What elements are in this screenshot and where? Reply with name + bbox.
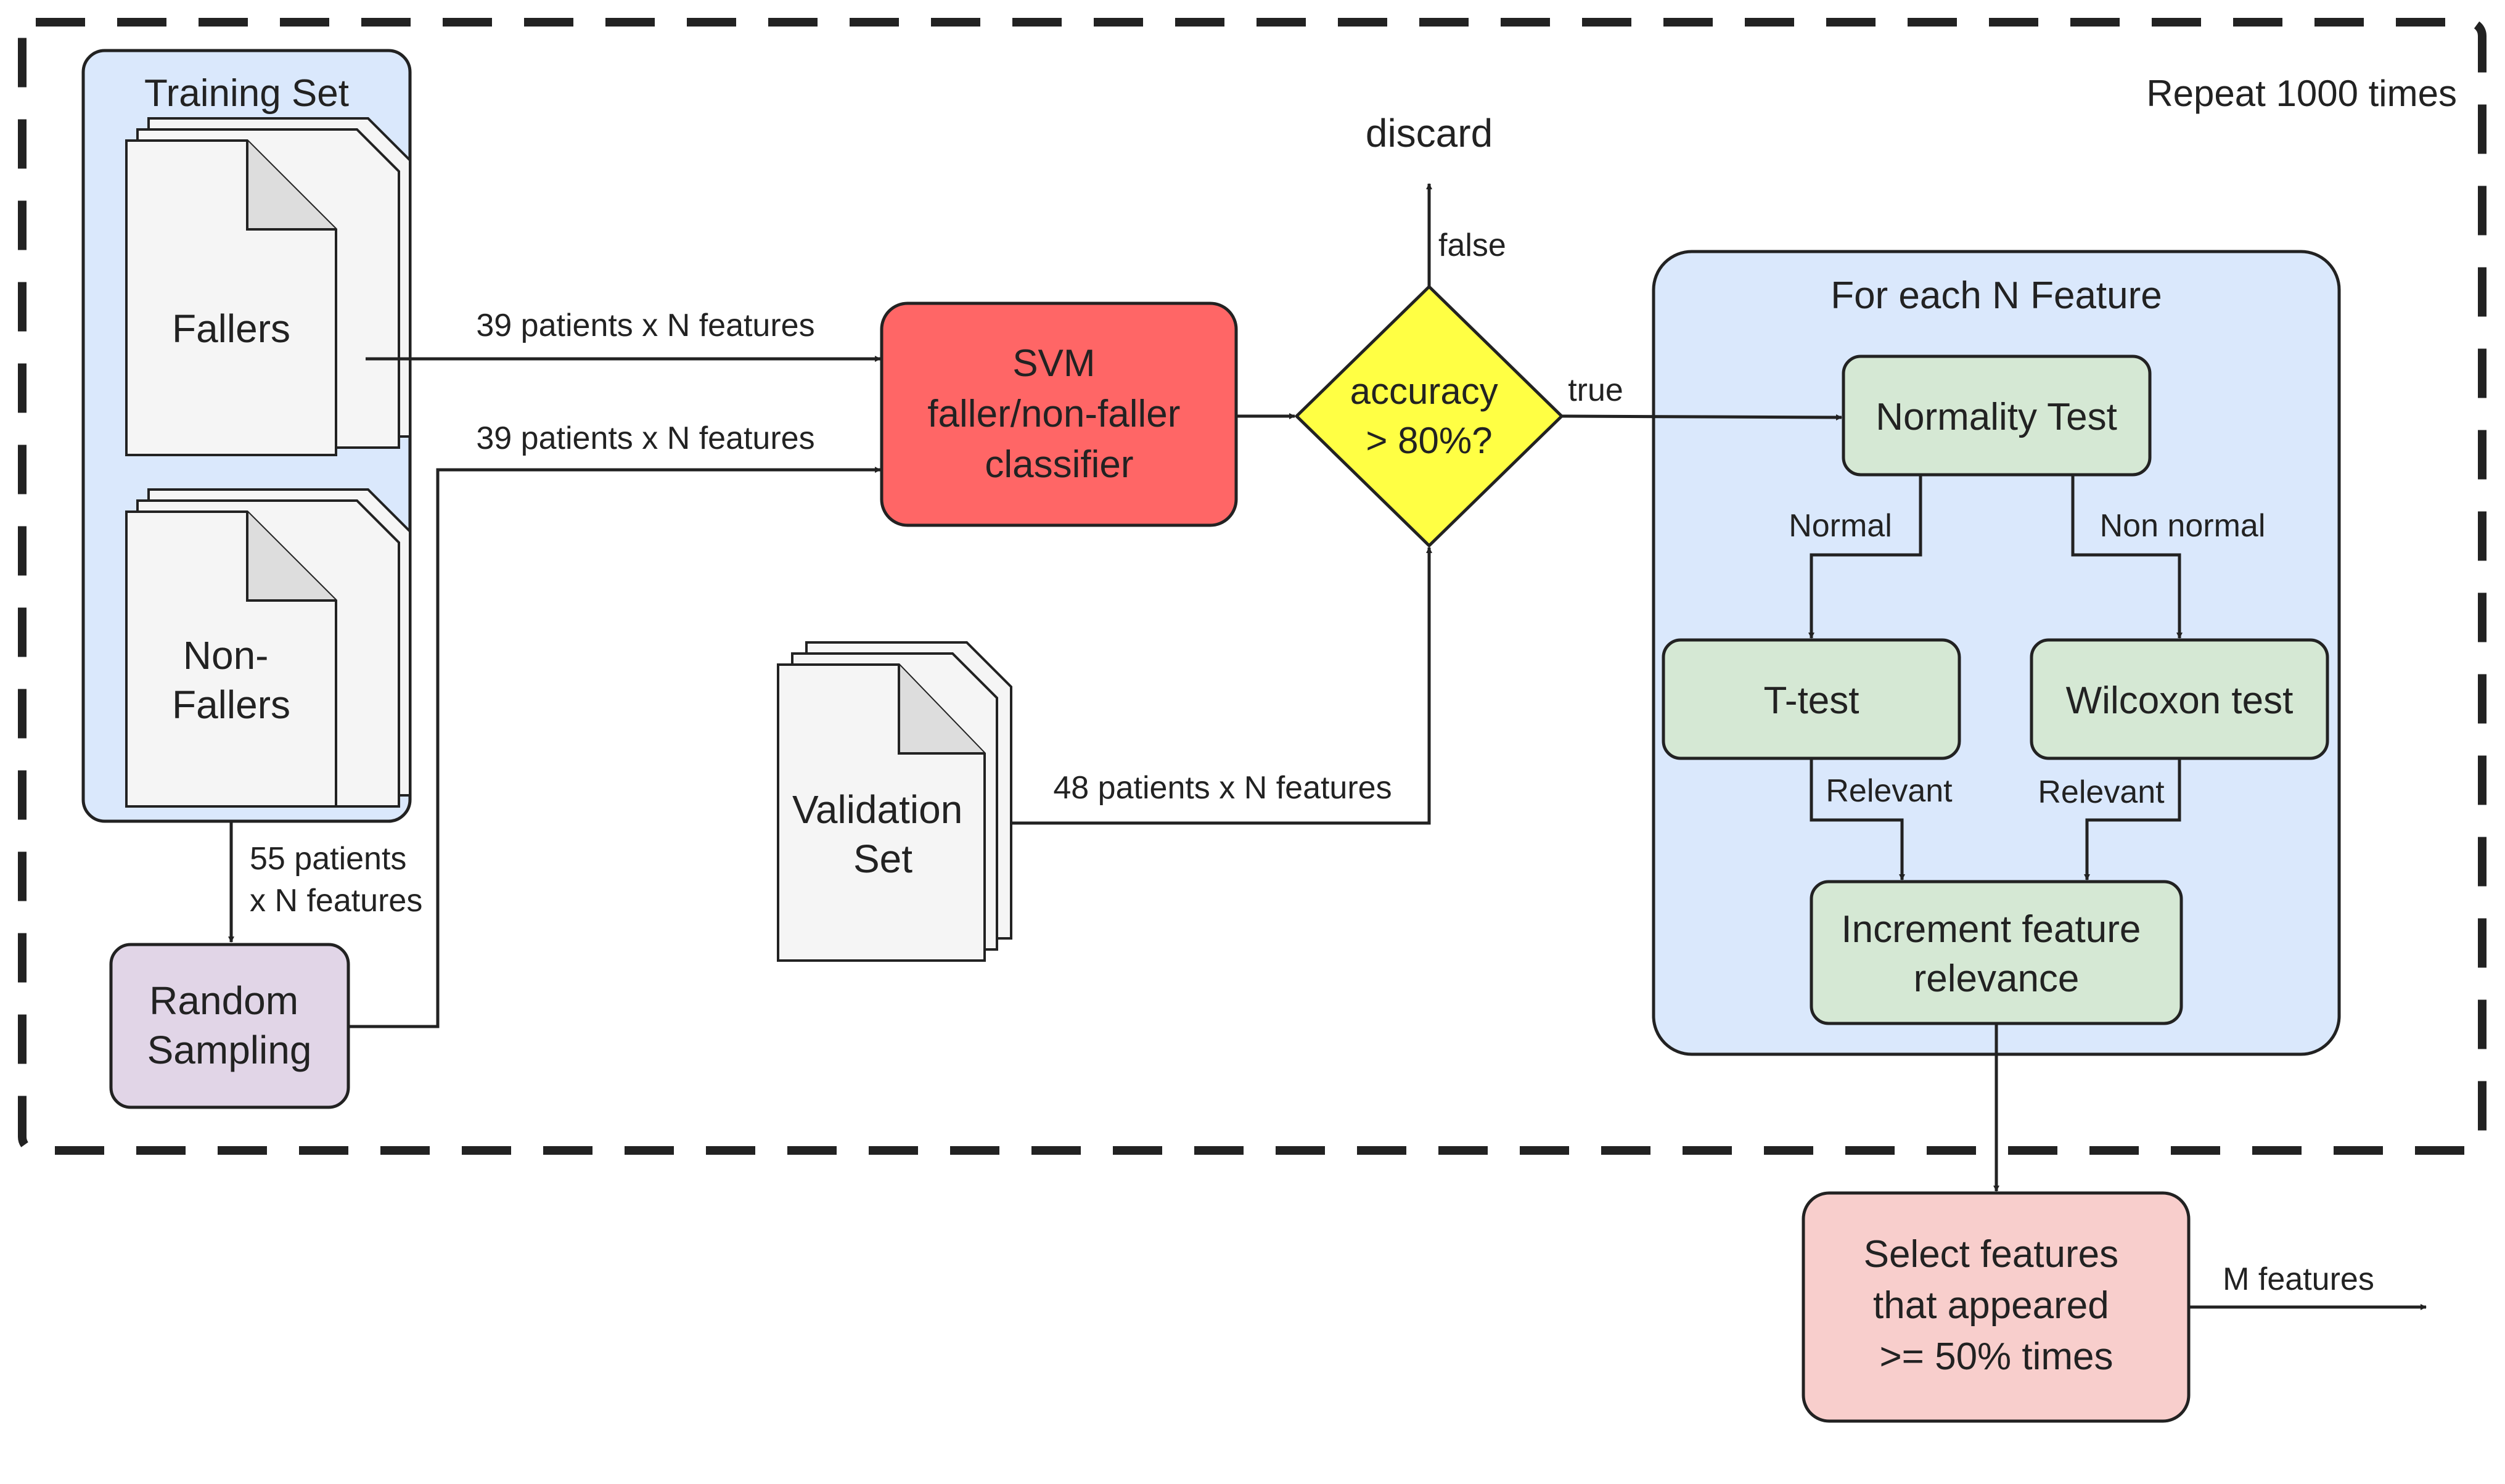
feature-loop-title: For each N Feature <box>1831 274 2162 317</box>
edge-training-to-sampling-line-1: 55 patients <box>250 841 406 877</box>
edge-training-to-sampling-label: 55 patients x N features <box>250 841 422 919</box>
edge-ttest-to-increment <box>1810 758 1905 880</box>
edge-decision-true-label: true <box>1568 372 1623 408</box>
edge-wilcoxon-relevant-label: Relevant <box>2038 774 2165 810</box>
fallers-label: Fallers <box>172 306 290 351</box>
select-features-line-2: that appeared <box>1873 1284 2109 1327</box>
random-sampling-line-1: Random <box>149 978 298 1023</box>
validation-set-line-1: Validation <box>792 787 962 832</box>
edge-sampling-to-svm-label: 39 patients x N features <box>476 420 814 456</box>
t-test-label: T-test <box>1763 679 1859 722</box>
edge-normality-to-ttest <box>1808 475 1922 639</box>
edge-training-to-sampling-line-2: x N features <box>250 883 422 919</box>
increment-line-1: Increment feature <box>1841 908 2141 951</box>
edge-sampling-to-svm <box>348 467 881 1028</box>
wilcoxon-test-label: Wilcoxon test <box>2066 679 2294 722</box>
normality-test-label: Normality Test <box>1876 396 2117 438</box>
svm-classifier-box <box>880 301 1238 527</box>
select-features-label: Select features that appeared >= 50% tim… <box>1864 1233 2130 1378</box>
edge-decision-to-normality <box>1561 414 1842 420</box>
increment-line-2: relevance <box>1914 957 2080 1000</box>
non-fallers-document-stack <box>125 488 411 808</box>
random-sampling-box <box>109 943 350 1109</box>
edge-non-normal-label: Non normal <box>2100 508 2266 544</box>
outer-loop-label: Repeat 1000 times <box>2146 73 2457 114</box>
decision-line-2: > 80%? <box>1366 420 1492 461</box>
edge-decision-false-label: false <box>1438 228 1506 263</box>
validation-set-document-stack <box>777 641 1012 962</box>
edge-output-label: M features <box>2223 1261 2374 1297</box>
random-sampling-label: Random Sampling <box>147 978 312 1072</box>
select-features-line-3: >= 50% times <box>1879 1335 2113 1378</box>
discard-label: discard <box>1366 111 1493 155</box>
edge-wilcoxon-to-increment <box>2084 758 2181 880</box>
svm-line-2: faller/non-faller <box>927 393 1180 435</box>
increment-relevance-label: Increment feature relevance <box>1841 908 2151 1000</box>
select-features-line-1: Select features <box>1864 1233 2119 1276</box>
fallers-label-line: Fallers <box>172 306 290 351</box>
edge-normal-label: Normal <box>1789 508 1892 544</box>
accuracy-decision-diamond <box>1294 284 1564 548</box>
validation-set-label: Validation Set <box>792 787 974 881</box>
edge-fallers-to-svm-label: 39 patients x N features <box>476 308 814 343</box>
edge-ttest-relevant-label: Relevant <box>1826 773 1953 809</box>
fallers-document-stack <box>125 117 411 456</box>
svm-classifier-label: SVM faller/non-faller classifier <box>927 342 1191 486</box>
non-fallers-label-line-1: Non- <box>183 633 269 678</box>
normality-test-box <box>1842 355 2152 477</box>
svm-line-3: classifier <box>985 443 1133 486</box>
increment-relevance-box <box>1810 880 2183 1025</box>
edge-validation-to-decision <box>1011 547 1432 825</box>
edge-normality-to-wilcoxon <box>2071 475 2183 639</box>
edge-validation-to-decision-label: 48 patients x N features <box>1053 770 1392 806</box>
non-fallers-label: Non- Fallers <box>172 633 290 727</box>
validation-set-line-2: Set <box>853 837 912 881</box>
decision-line-1: accuracy <box>1350 371 1498 412</box>
training-set-title: Training Set <box>144 72 349 115</box>
svm-line-1: SVM <box>1012 342 1095 385</box>
non-fallers-label-line-2: Fallers <box>172 683 290 727</box>
accuracy-decision-label: accuracy > 80%? <box>1350 371 1509 461</box>
random-sampling-line-2: Sampling <box>147 1028 312 1072</box>
